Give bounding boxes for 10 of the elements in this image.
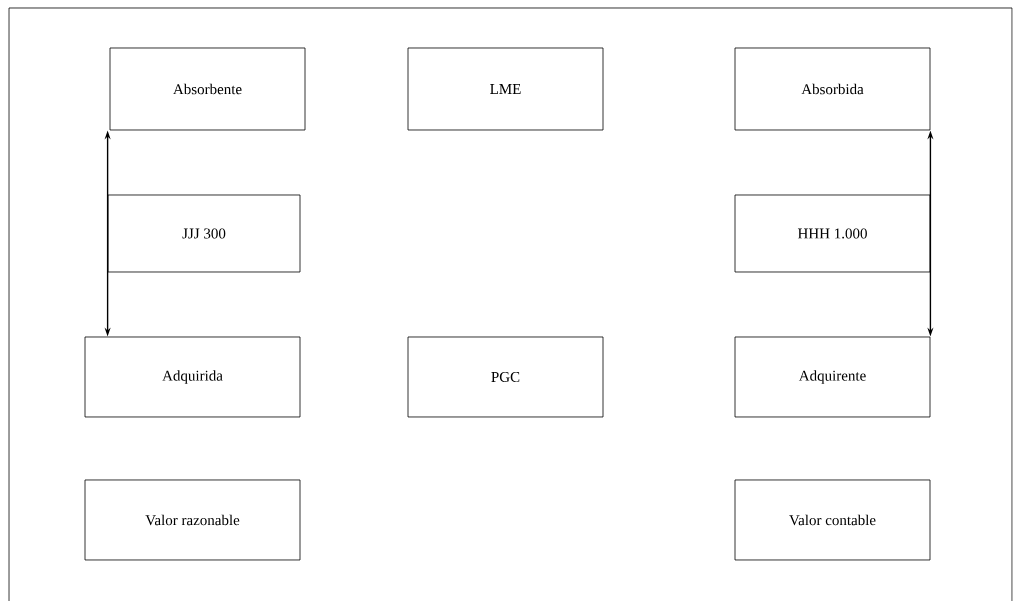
text-box: Absorbente: [109, 47, 306, 131]
text-box: LME: [407, 47, 604, 131]
text-box: Adquirente: [734, 336, 931, 418]
text-box: PGC: [407, 336, 604, 418]
text-box: Adquirida: [84, 336, 301, 418]
text-box: Valor razonable: [84, 479, 301, 561]
text-box: HHH 1.000: [734, 194, 931, 273]
text-box: JJJ 300: [107, 194, 301, 273]
text-box: Valor contable: [734, 479, 931, 561]
text-box: Absorbida: [734, 47, 931, 131]
